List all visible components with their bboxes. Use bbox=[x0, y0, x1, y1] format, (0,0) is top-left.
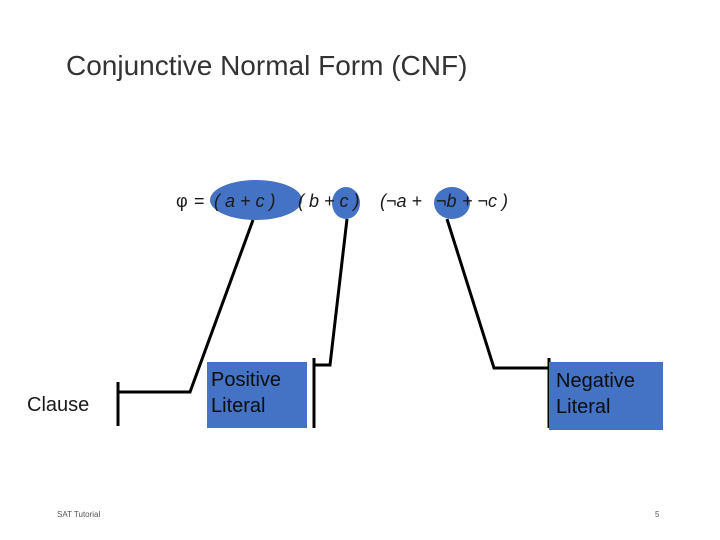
negative-literal-highlight bbox=[434, 187, 470, 219]
formula-phi: φ bbox=[176, 191, 188, 211]
negative-literal-connector bbox=[445, 218, 549, 370]
page-number: 5 bbox=[655, 510, 660, 519]
positive-literal-line2: Literal bbox=[211, 395, 266, 417]
clause-highlight bbox=[210, 180, 302, 220]
positive-literal-highlight bbox=[332, 187, 360, 219]
footer-label: SAT Tutorial bbox=[57, 510, 101, 519]
negative-literal-line2: Literal bbox=[556, 396, 611, 418]
formula-clause-2: ( b + c ) bbox=[298, 191, 360, 211]
negative-literal-box: Negative Literal bbox=[549, 362, 663, 430]
formula-equals: = bbox=[194, 191, 205, 211]
clause-label-text: Clause bbox=[27, 394, 90, 416]
formula-clause-1: ( a + c ) bbox=[214, 191, 276, 211]
formula-clause-3-mid: ¬b bbox=[436, 191, 457, 211]
positive-literal-line1: Positive bbox=[211, 369, 282, 391]
positive-literal-connector bbox=[314, 218, 349, 367]
formula-clause-3-open: (¬a + bbox=[380, 191, 422, 211]
formula-clause-3-close: + ¬c ) bbox=[462, 191, 508, 211]
slide-title: Conjunctive Normal Form (CNF) bbox=[66, 50, 468, 81]
clause-label: Clause bbox=[27, 394, 89, 417]
positive-literal-box: Positive Literal bbox=[207, 362, 307, 428]
negative-literal-line1: Negative bbox=[556, 370, 635, 392]
